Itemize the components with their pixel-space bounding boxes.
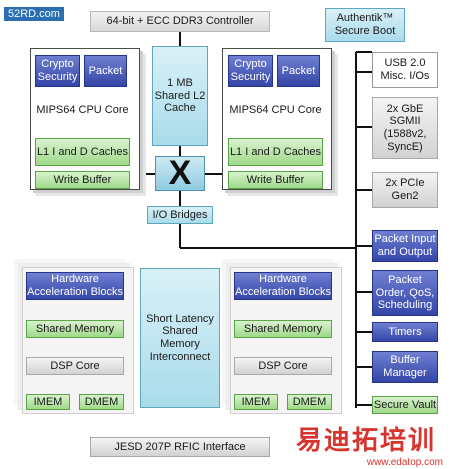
- hw-accel-left: Hardware Acceleration Blocks: [26, 272, 124, 300]
- watermark-site-cn: 易迪拓培训: [296, 425, 437, 455]
- watermark-badge: 52RD.com: [4, 4, 64, 22]
- write-buffer-left: Write Buffer: [35, 171, 130, 189]
- crypto-security-left: Crypto Security: [35, 55, 80, 87]
- buffer-manager: Buffer Manager: [372, 351, 438, 383]
- secure-boot: Authentik™ Secure Boot: [325, 8, 405, 42]
- timers: Timers: [372, 322, 438, 342]
- shared-memory-right: Shared Memory: [234, 320, 332, 338]
- memory-interconnect: Short Latency Shared Memory Interconnect: [140, 268, 220, 408]
- hw-accel-right: Hardware Acceleration Blocks: [234, 272, 332, 300]
- mips64-core-right: MIPS64 CPU Core: [229, 103, 322, 116]
- io-bridges: I/O Bridges: [147, 206, 213, 224]
- secure-vault: Secure Vault: [372, 396, 438, 414]
- l2-cache: 1 MB Shared L2 Cache: [152, 46, 208, 146]
- jesd-rfic-interface: JESD 207P RFIC Interface: [90, 437, 270, 457]
- packet-input-output: Packet Input and Output: [372, 230, 438, 262]
- watermark-url: www.edatop.com: [366, 457, 443, 468]
- crypto-security-right: Crypto Security: [228, 55, 273, 87]
- shared-memory-left: Shared Memory: [26, 320, 124, 338]
- dmem-left: DMEM: [79, 394, 124, 410]
- dmem-right: DMEM: [287, 394, 332, 410]
- dsp-core-left: DSP Core: [26, 357, 124, 375]
- crossbar: X: [155, 154, 205, 192]
- ddr-controller: 64-bit + ECC DDR3 Controller: [90, 11, 270, 32]
- dsp-core-right: DSP Core: [234, 357, 332, 375]
- mips64-core-left: MIPS64 CPU Core: [36, 103, 129, 116]
- usb-misc-io: USB 2.0 Misc. I/Os: [372, 52, 438, 88]
- imem-right: IMEM: [234, 394, 278, 410]
- l1-cache-left: L1 I and D Caches: [35, 138, 130, 166]
- watermark-site: 易迪拓培训 www.edatop.com: [296, 420, 451, 468]
- packet-right: Packet: [277, 55, 320, 87]
- imem-left: IMEM: [26, 394, 70, 410]
- l1-cache-right: L1 I and D Caches: [228, 138, 323, 166]
- write-buffer-right: Write Buffer: [228, 171, 323, 189]
- packet-left: Packet: [84, 55, 127, 87]
- pcie: 2x PCIe Gen2: [372, 172, 438, 208]
- gbe-sgmii: 2x GbE SGMII (1588v2, SyncE): [372, 97, 438, 159]
- packet-order-qos: Packet Order, QoS, Scheduling: [372, 270, 438, 316]
